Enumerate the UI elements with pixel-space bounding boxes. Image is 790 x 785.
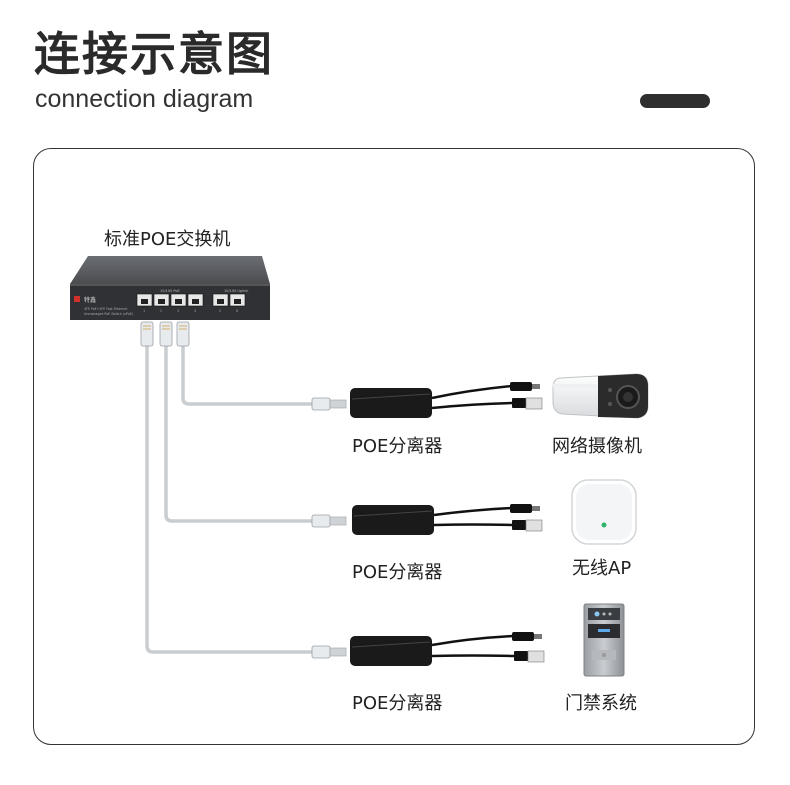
switch-label: 标准POE交换机 [104,229,231,250]
port-number: 3 [177,309,179,313]
switch-brand: 特鑫 [84,296,96,304]
port-number: 1 [143,309,145,313]
poe-switch-icon: 特鑫 4FE PoE+2FE Fast Ethernet Unmanaged P… [70,256,270,320]
splitter-row-3 [311,603,625,677]
splitter-row-1 [311,373,649,419]
splitter-row-2 [311,479,637,545]
splitter-label: POE分离器 [352,562,443,583]
diagram-frame [33,148,755,745]
switch-port-group-1: 10/100 PoE [160,289,180,293]
ip-camera-icon [552,373,649,419]
switch-port-group-2: 10/100 Uplink [224,289,249,293]
rj45-plug-icon [140,321,190,347]
switch-front-text-2: Unmanaged PoE Switch (uPoE) [84,312,133,316]
ethernet-cables [145,343,314,654]
device-label: 网络摄像机 [552,436,642,457]
access-control-icon [583,603,625,677]
port-number: 6 [236,309,238,313]
wireless-ap-icon [571,479,637,545]
decorative-pill [640,94,710,108]
port-number: 2 [160,309,162,313]
page-title: 连接示意图 [34,27,274,81]
splitter-label: POE分离器 [352,436,443,457]
page-subtitle: connection diagram [35,85,254,113]
device-label: 门禁系统 [565,693,637,714]
switch-front-text-1: 4FE PoE+2FE Fast Ethernet [84,307,128,311]
device-label: 无线AP [572,558,632,579]
port-number: 4 [194,309,197,313]
splitter-label: POE分离器 [352,693,443,714]
port-number: 5 [219,309,221,313]
